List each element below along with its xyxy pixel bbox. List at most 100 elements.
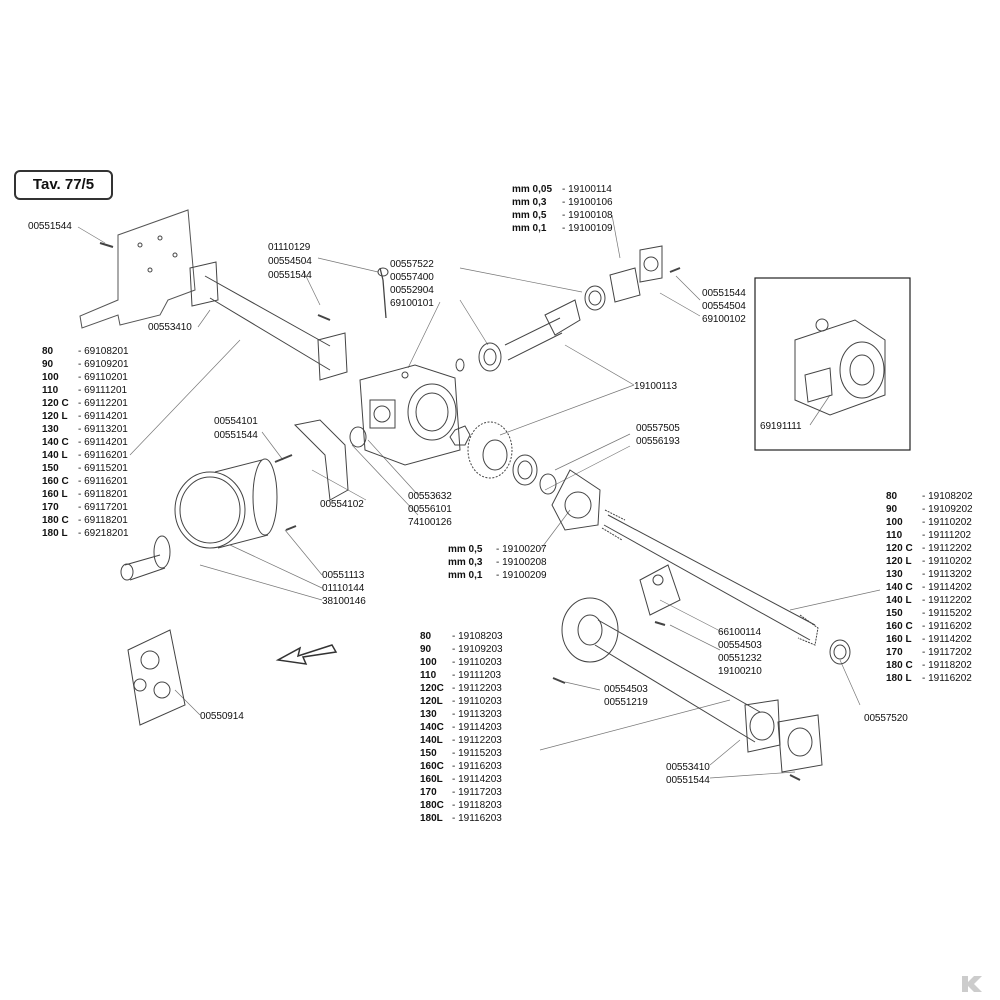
variant-part-number: - 19112203 — [452, 683, 502, 694]
variant-size: 120 C — [42, 398, 69, 409]
variant-size: 170 — [886, 647, 903, 658]
variant-row: 160 C - 69116201 — [42, 475, 129, 488]
variant-part-number: - 19116203 — [452, 813, 502, 824]
part-label: 00554504 — [268, 256, 312, 267]
variant-part-number: - 19116202 — [922, 673, 972, 684]
part-label: 00551544 — [666, 775, 710, 786]
variant-row: 150- 19115202 — [886, 607, 973, 620]
variant-part-number: - 19112203 — [452, 735, 502, 746]
variant-size: 110 — [42, 385, 59, 396]
variant-row: 90- 19109202 — [886, 503, 973, 516]
variant-row: 130- 69113201 — [42, 423, 129, 436]
variant-part-number: - 19109203 — [452, 644, 503, 655]
shim-row: mm 0,3- 19100106 — [512, 197, 613, 208]
variant-row: 120 L- 69114201 — [42, 410, 129, 423]
output-shaft — [601, 509, 851, 665]
part-label: 00550914 — [200, 711, 244, 722]
variant-part-number: - 19118203 — [452, 800, 502, 811]
part-label: 66100114 — [718, 627, 761, 638]
variant-size: 140 C — [42, 437, 69, 448]
variant-size: 160 C — [42, 476, 69, 487]
variant-part-number: - 19110203 — [452, 696, 502, 707]
variant-size: 100 — [42, 372, 59, 383]
variant-row: 140L- 19112203 — [420, 734, 503, 747]
variant-row: 140 L- 19112202 — [886, 594, 973, 607]
variant-part-number: - 69118201 — [78, 489, 128, 500]
variant-row: 80- 69108201 — [42, 345, 129, 358]
plate-title: Tav. 77/5 — [14, 170, 113, 200]
direction-arrow — [275, 644, 338, 665]
variant-size: 120C — [420, 683, 444, 694]
variant-part-number: - 19108202 — [922, 491, 973, 502]
variant-part-number: - 19110202 — [922, 556, 972, 567]
variant-size: 130 — [420, 709, 437, 720]
part-label: 00553410 — [666, 762, 710, 773]
brand-logo — [962, 976, 982, 992]
variant-row: 120C - 19112203 — [420, 682, 503, 695]
inset-box — [754, 277, 911, 451]
variant-row: 170- 19117203 — [420, 786, 503, 799]
variant-row: 180C - 19118203 — [420, 799, 503, 812]
variant-row: 130- 19113202 — [886, 568, 973, 581]
part-label: 00557522 — [390, 259, 434, 270]
variant-row: 180 L- 19116202 — [886, 672, 973, 685]
variant-row: 180 L- 69218201 — [42, 527, 129, 540]
variant-row: 150- 69115201 — [42, 462, 129, 475]
variant-row: 150- 19115203 — [420, 747, 503, 760]
variant-part-number: - 69114201 — [78, 437, 128, 448]
cover-guard — [274, 419, 349, 531]
variant-size: 180C — [420, 800, 444, 811]
variant-row: 180L- 19116203 — [420, 812, 503, 825]
variant-size: 160 C — [886, 621, 913, 632]
variant-part-number: - 69118201 — [78, 515, 128, 526]
part-label: 00551544 — [28, 221, 72, 232]
variant-row: 90- 69109201 — [42, 358, 129, 371]
part-label: 00554101 — [214, 416, 258, 427]
variant-part-number: - 69116201 — [78, 476, 128, 487]
variant-row: 160L- 19114203 — [420, 773, 503, 786]
variant-row: 140 C - 69114201 — [42, 436, 129, 449]
variant-row: 130 - 19113203 — [420, 708, 503, 721]
variant-size: 110 — [420, 670, 437, 681]
variant-part-number: - 19117202 — [922, 647, 972, 658]
variant-part-number: - 19108203 — [452, 631, 503, 642]
part-label: 69100101 — [390, 298, 434, 309]
part-label: 38100146 — [322, 596, 366, 607]
variant-size: 180 C — [42, 515, 69, 526]
part-label: 19100113 — [634, 381, 677, 392]
variant-part-number: - 19111202 — [922, 530, 972, 541]
variant-size: 140 L — [42, 450, 68, 461]
part-label: 00553410 — [148, 322, 192, 333]
variant-size: 150 — [420, 748, 437, 759]
shim-row: mm 0,5- 19100207 — [448, 544, 547, 555]
variant-row: 110- 69111201 — [42, 384, 129, 397]
variant-part-number: - 69113201 — [78, 424, 128, 435]
variant-row: 120L - 19110203 — [420, 695, 503, 708]
variant-row: 100- 69110201 — [42, 371, 129, 384]
variant-part-number: - 19113203 — [452, 709, 502, 720]
variant-part-number: - 19112202 — [922, 595, 972, 606]
variant-size: 90 — [886, 504, 898, 515]
variant-row: 100- 19110202 — [886, 516, 973, 529]
variant-size: 170 — [420, 787, 437, 798]
variant-size: 120L — [420, 696, 443, 707]
part-label: 00556193 — [636, 436, 680, 447]
variant-size: 80 — [420, 631, 432, 642]
variant-row: 90- 19109203 — [420, 643, 503, 656]
variant-part-number: - 19116203 — [452, 761, 502, 772]
variant-size: 80 — [42, 346, 54, 357]
variant-row: 120 L- 19110202 — [886, 555, 973, 568]
pinion-assembly — [455, 245, 681, 372]
variant-part-number: - 69112201 — [78, 398, 128, 409]
lower-tube — [552, 564, 823, 781]
variant-part-number: - 19110203 — [452, 657, 502, 668]
variant-part-number: - 19114203 — [452, 774, 502, 785]
part-label: 00554503 — [604, 684, 648, 695]
variant-row: 120 C- 19112202 — [886, 542, 973, 555]
variant-row: 160 L- 69118201 — [42, 488, 129, 501]
part-label: 00551544 — [214, 430, 258, 441]
part-label: 00551219 — [604, 697, 648, 708]
